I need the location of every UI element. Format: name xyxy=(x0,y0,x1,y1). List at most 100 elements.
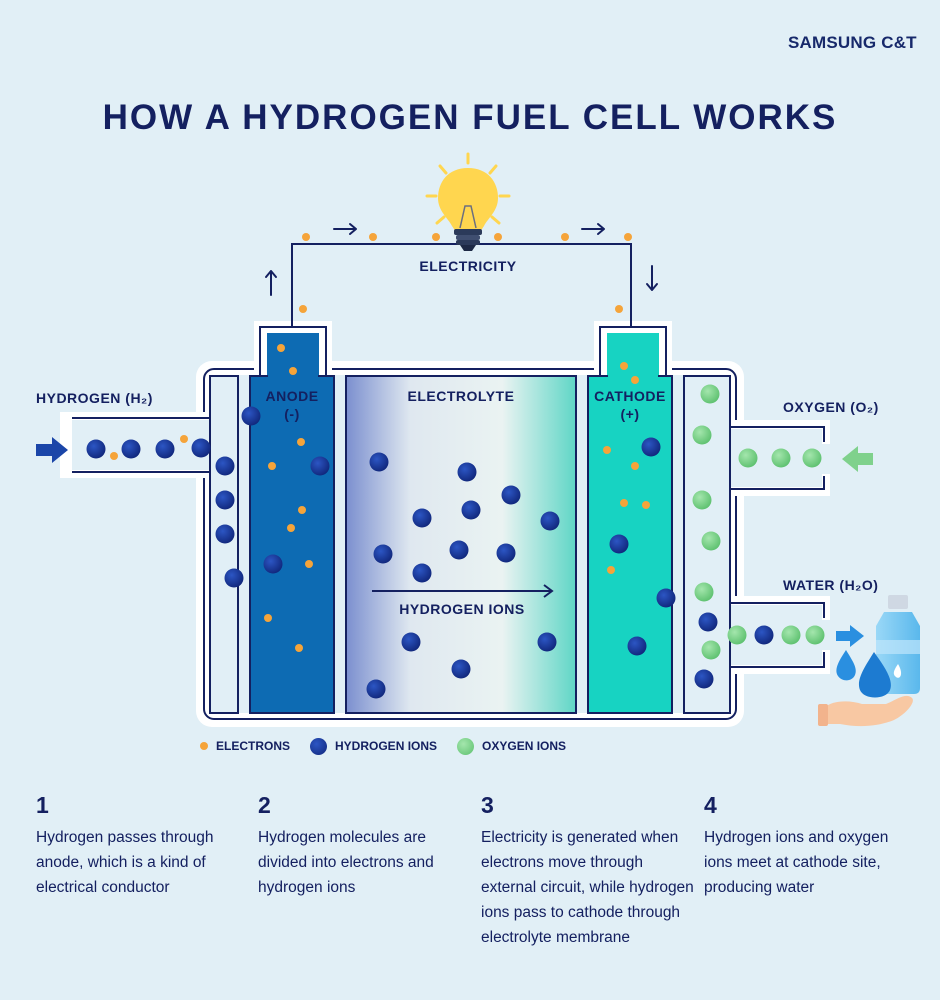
electron xyxy=(299,305,307,313)
hydrogen-ion xyxy=(754,625,774,645)
hand-icon xyxy=(818,695,913,727)
oxygen-ion xyxy=(700,384,720,404)
hydrogen-ions-label: HYDROGEN IONS xyxy=(399,601,525,617)
hydrogen-ion xyxy=(215,524,235,544)
hydrogen-ion-particles xyxy=(86,406,774,699)
electron-particles xyxy=(110,233,650,652)
anode-plate xyxy=(249,375,335,714)
hydrogen-ion xyxy=(496,543,516,563)
external-circuit-wire xyxy=(291,243,632,322)
electrolyte-label: ELECTROLYTE xyxy=(407,388,515,404)
electron-legend-icon xyxy=(200,742,208,750)
page-title: HOW A HYDROGEN FUEL CELL WORKS xyxy=(102,98,838,137)
electron xyxy=(624,233,632,241)
legend-item-electrons: ELECTRONS xyxy=(200,739,290,753)
electron xyxy=(642,501,650,509)
step-number: 4 xyxy=(704,792,717,818)
hydrogen-ion-flow-arrow xyxy=(372,584,554,598)
oxygen-ion xyxy=(694,582,714,602)
hydrogen-ion xyxy=(155,439,175,459)
light-bulb-icon xyxy=(425,152,511,251)
hydrogen-ion xyxy=(609,534,629,554)
legend-label-oxygen-ions: OXYGEN IONS xyxy=(482,739,567,753)
hydrogen-ion xyxy=(412,563,432,583)
electricity-label: ELECTRICITY xyxy=(419,258,517,274)
hydrogen-ion xyxy=(215,490,235,510)
water-output-label: WATER (H₂O) xyxy=(783,577,879,593)
hydrogen-ion xyxy=(86,439,106,459)
legend-label-electrons: ELECTRONS xyxy=(216,739,291,753)
fuel-cell-diagram xyxy=(36,152,920,727)
hydrogen-ion xyxy=(263,554,283,574)
circuit-arrows xyxy=(265,223,658,296)
electron xyxy=(305,560,313,568)
step-text: Electricity is generated when electrons … xyxy=(481,829,694,946)
electron xyxy=(603,446,611,454)
electron xyxy=(620,362,628,370)
electron xyxy=(298,506,306,514)
hydrogen-ion xyxy=(366,679,386,699)
electron xyxy=(620,499,628,507)
cathode-label: CATHODE xyxy=(594,388,666,404)
oxygen-ion xyxy=(701,640,721,660)
oxygen-ion-particles xyxy=(692,384,825,660)
legend-item-hydrogen-ions: HYDROGEN IONS xyxy=(310,737,437,755)
step-3: 3 Electricity is generated when electron… xyxy=(481,792,696,950)
hydrogen-ion xyxy=(412,508,432,528)
oxygen-input-label: OXYGEN (O₂) xyxy=(783,399,879,415)
legend-item-oxygen-ions: OXYGEN IONS xyxy=(457,737,567,755)
electron xyxy=(631,462,639,470)
electron xyxy=(607,566,615,574)
hydrogen-ion xyxy=(449,540,469,560)
electron xyxy=(494,233,502,241)
hydrogen-channel xyxy=(209,375,239,714)
cathode-plate xyxy=(587,375,673,714)
electron xyxy=(277,344,285,352)
electron xyxy=(268,462,276,470)
electron xyxy=(432,233,440,241)
hydrogen-ion xyxy=(457,462,477,482)
oxygen-ion xyxy=(781,625,801,645)
oxygen-ion xyxy=(692,490,712,510)
hydrogen-ion xyxy=(369,452,389,472)
step-1: 1 Hydrogen passes through anode, which i… xyxy=(36,792,251,900)
electron xyxy=(561,233,569,241)
cathode-sign-label: (+) xyxy=(620,406,640,422)
hydrogen-ion xyxy=(191,438,211,458)
electron xyxy=(180,435,188,443)
step-number: 2 xyxy=(258,792,271,818)
oxygen-ion xyxy=(771,448,791,468)
step-number: 1 xyxy=(36,792,49,818)
hydrogen-ion xyxy=(537,632,557,652)
step-text: Hydrogen ions and oxygen ions meet at ca… xyxy=(704,829,889,896)
step-2: 2 Hydrogen molecules are divided into el… xyxy=(258,792,473,900)
step-text: Hydrogen passes through anode, which is … xyxy=(36,829,214,896)
electron xyxy=(110,452,118,460)
oxygen-ion xyxy=(692,425,712,445)
electron xyxy=(631,376,639,384)
hydrogen-ion-legend-icon xyxy=(310,737,328,755)
step-number: 3 xyxy=(481,792,494,818)
hydrogen-input-label: HYDROGEN (H₂) xyxy=(36,390,153,406)
step-text: Hydrogen molecules are divided into elec… xyxy=(258,829,434,896)
oxygen-ion xyxy=(805,625,825,645)
hydrogen-ion xyxy=(401,632,421,652)
hydrogen-ion xyxy=(627,636,647,656)
brand-logo: SAMSUNG C&T xyxy=(788,33,917,52)
hydrogen-ion xyxy=(451,659,471,679)
oxygen-ion xyxy=(802,448,822,468)
step-4: 4 Hydrogen ions and oxygen ions meet at … xyxy=(704,792,919,900)
hydrogen-ion xyxy=(241,406,261,426)
electron xyxy=(264,614,272,622)
electron xyxy=(369,233,377,241)
legend: ELECTRONS HYDROGEN IONS OXYGEN IONS xyxy=(200,737,586,755)
electron xyxy=(615,305,623,313)
hydrogen-ion xyxy=(641,437,661,457)
hydrogen-inlet-arrow xyxy=(36,437,68,463)
anode-label: ANODE xyxy=(265,388,319,404)
hydrogen-ion xyxy=(656,588,676,608)
hydrogen-ion xyxy=(501,485,521,505)
hydrogen-ion xyxy=(694,669,714,689)
hydrogen-ion xyxy=(224,568,244,588)
anode-sign-label: (-) xyxy=(284,406,300,422)
